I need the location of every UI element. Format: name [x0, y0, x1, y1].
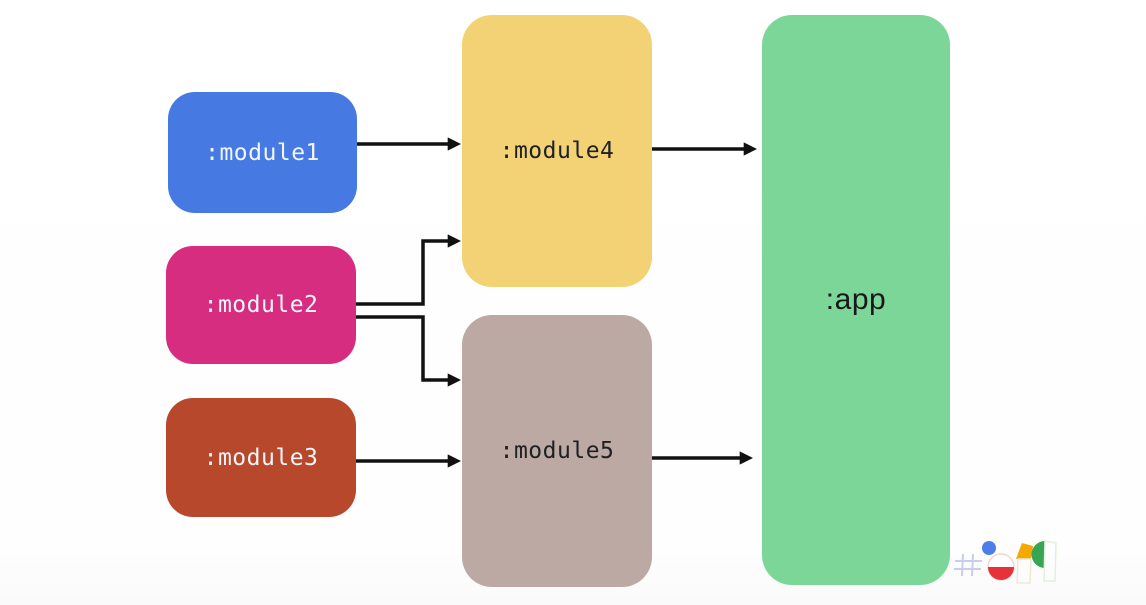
node-app: :app — [762, 15, 950, 585]
node-module2-label: :module2 — [203, 292, 319, 318]
edge-module2-module5 — [356, 315, 461, 387]
node-module1-label: :module1 — [205, 139, 320, 166]
io-one-stem — [1016, 558, 1032, 584]
edge-module2-module4 — [356, 234, 461, 306]
io-one-flag — [1016, 543, 1033, 559]
io-i-body-red-half — [988, 567, 1014, 580]
io-nine-bowl — [1031, 541, 1045, 568]
node-module3: :module3 — [166, 398, 356, 517]
node-module4: :module4 — [462, 15, 652, 287]
node-app-label: :app — [825, 283, 887, 316]
node-module1: :module1 — [168, 92, 357, 213]
hash-icon — [954, 553, 982, 577]
node-module2: :module2 — [166, 246, 356, 364]
node-module4-label: :module4 — [499, 138, 615, 164]
google-io-19-logo-icon — [954, 540, 1057, 584]
node-module3-label: :module3 — [203, 444, 319, 471]
io-nine-stem — [1043, 540, 1057, 582]
io-i-dot — [982, 541, 996, 555]
node-module5-label: :module5 — [499, 438, 615, 464]
io-i-body — [987, 553, 1015, 581]
node-module5: :module5 — [462, 315, 652, 587]
